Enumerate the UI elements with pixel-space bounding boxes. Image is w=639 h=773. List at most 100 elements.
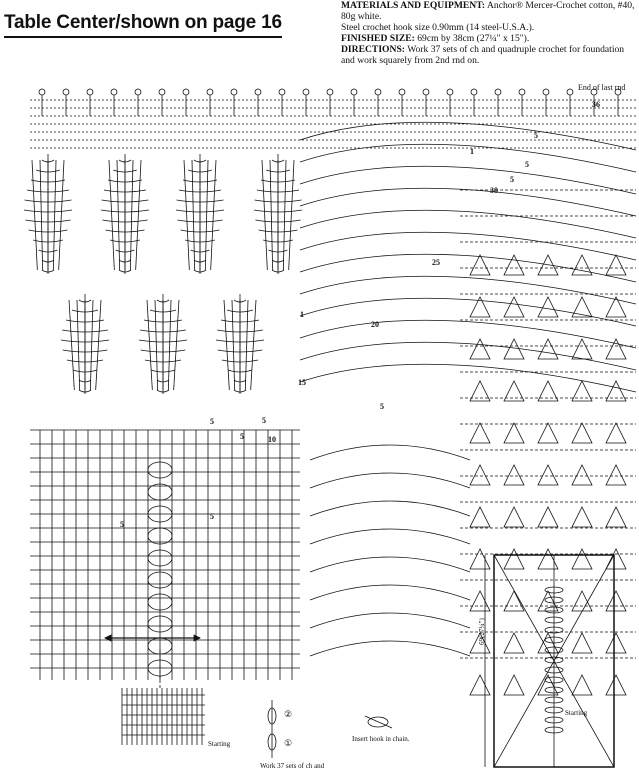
end-of-last-rnd-label: End of last rnd xyxy=(578,83,626,92)
spine-loop xyxy=(147,615,173,633)
picot-mark xyxy=(518,88,526,96)
inset-spine-loop xyxy=(544,656,564,664)
hook-line: Steel crochet hook size 0.90mm (14 steel… xyxy=(341,22,535,33)
pineapple-stitch xyxy=(58,159,65,271)
pineapple-motif xyxy=(175,154,225,274)
fan-arc xyxy=(299,209,637,239)
pineapple-stitch xyxy=(39,159,44,271)
page-title: Table Center/shown on page 16 xyxy=(4,12,282,38)
size-label: FINISHED SIZE: xyxy=(341,33,415,44)
pineapple-stitch xyxy=(183,159,190,271)
picot-mark xyxy=(422,88,430,96)
spine-loop xyxy=(147,483,173,501)
shell-mark xyxy=(503,296,525,318)
shell-mark xyxy=(571,590,593,612)
size-line: FINISHED SIZE: 69cm by 38cm (27¼" x 15")… xyxy=(341,33,637,44)
shell-mark xyxy=(503,254,525,276)
spine-loop xyxy=(147,527,173,545)
shell-mark xyxy=(571,506,593,528)
round-number: 5 xyxy=(380,402,384,411)
pineapple-stitch xyxy=(250,299,257,391)
shell-mark xyxy=(503,632,525,654)
chart-main-diagram xyxy=(23,88,637,745)
shell-mark xyxy=(469,464,491,486)
shell-mark xyxy=(469,674,491,696)
inset-spine-loop xyxy=(544,646,564,654)
inset-spine-loop xyxy=(544,596,564,604)
shell-mark xyxy=(571,632,593,654)
fan-arc xyxy=(299,121,637,151)
shell-mark xyxy=(537,380,559,402)
pineapple-stitch xyxy=(89,299,94,391)
materials-block: MATERIALS AND EQUIPMENT: Anchor® Mercer-… xyxy=(341,0,637,66)
shell-mark xyxy=(605,296,627,318)
picot-mark xyxy=(230,88,238,96)
lower-fan-arc xyxy=(309,444,471,461)
shell-mark xyxy=(571,548,593,570)
lower-fan-arc xyxy=(309,556,471,573)
pineapple-stitch xyxy=(129,159,134,271)
inset-spine-loop xyxy=(544,636,564,644)
pineapple-stitch xyxy=(244,299,249,391)
pineapple-motif xyxy=(138,294,188,394)
shell-mark xyxy=(503,422,525,444)
inset-spine-loop xyxy=(544,616,564,624)
round-number: 10 xyxy=(268,435,276,444)
inset-spine-loop xyxy=(544,606,564,614)
picot-mark xyxy=(326,88,334,96)
picot-mark xyxy=(542,88,550,96)
title-text: Table Center/shown on page 16 xyxy=(4,12,282,33)
materials-line: MATERIALS AND EQUIPMENT: Anchor® Mercer-… xyxy=(341,0,637,22)
pineapple-stitch xyxy=(204,159,209,271)
round-number: 5 xyxy=(240,432,244,441)
shell-mark xyxy=(469,506,491,528)
pineapple-stitch xyxy=(95,299,102,391)
shell-mark xyxy=(469,338,491,360)
round-number: 25 xyxy=(432,258,440,267)
picot-mark xyxy=(206,88,214,96)
fan-arc xyxy=(299,319,637,349)
lower-fan-arc xyxy=(309,528,471,545)
dimension-label: 69(27¼") xyxy=(478,618,486,645)
shell-mark xyxy=(503,380,525,402)
pineapple-motif xyxy=(100,154,150,274)
materials-text: Anchor® Mercer-Crochet cotton, #40, 80g … xyxy=(341,0,635,22)
shell-mark xyxy=(537,422,559,444)
shell-mark xyxy=(469,590,491,612)
round-number: 30 xyxy=(490,186,498,195)
picot-mark xyxy=(302,88,310,96)
picot-mark xyxy=(158,88,166,96)
shell-mark xyxy=(605,548,627,570)
picot-mark xyxy=(398,88,406,96)
legend-chain xyxy=(367,716,389,728)
round-number: 5 xyxy=(534,131,538,140)
round-number: 1 xyxy=(470,147,474,156)
materials-label: MATERIALS AND EQUIPMENT: xyxy=(341,0,486,11)
shell-mark xyxy=(503,338,525,360)
pineapple-stitch xyxy=(76,299,81,391)
fan-arc xyxy=(299,143,637,173)
shell-mark xyxy=(605,674,627,696)
layout-inset-diagram xyxy=(484,554,615,768)
round-number: 20 xyxy=(371,320,379,329)
pineapple-stitch xyxy=(269,159,274,271)
fan-arc xyxy=(299,275,637,305)
shell-mark xyxy=(469,296,491,318)
spine-loop xyxy=(147,505,173,523)
shell-mark xyxy=(571,464,593,486)
pineapple-stitch xyxy=(191,159,196,271)
picot-mark xyxy=(566,88,574,96)
inset-spine-loop xyxy=(544,696,564,704)
picot-mark xyxy=(110,88,118,96)
starting-label-inset: Starting xyxy=(565,709,588,717)
shell-mark xyxy=(605,254,627,276)
work-sets-label: Work 37 sets of ch and xyxy=(260,762,325,770)
shell-mark xyxy=(571,422,593,444)
fan-arc xyxy=(299,165,637,195)
fan-arc xyxy=(299,363,637,393)
shell-mark xyxy=(503,674,525,696)
shell-mark xyxy=(503,464,525,486)
shell-mark xyxy=(605,338,627,360)
shell-mark xyxy=(469,380,491,402)
